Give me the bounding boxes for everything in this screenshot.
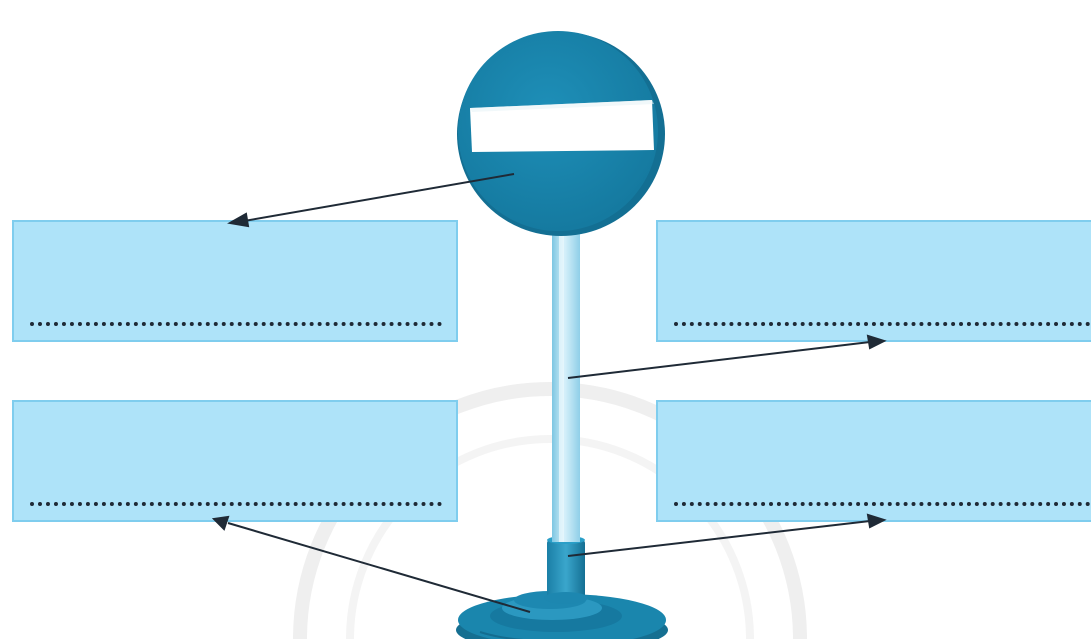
answer-line-top-left [30,318,442,326]
label-box-bottom-right[interactable] [656,400,1091,522]
label-box-bottom-left[interactable] [12,400,458,522]
answer-line-top-right [674,318,1091,326]
arrow-pole-to-top-right [567,334,887,379]
sign-face [457,31,665,236]
answer-line-bottom-left [30,498,442,506]
sign-white-bar [470,100,654,152]
arrow-collar-to-bottom-right [567,513,887,557]
pointer-arrows [211,173,887,613]
sign-base [456,591,668,639]
pole-collar [544,536,588,604]
arrow-face-to-top-left [227,173,515,228]
label-box-top-right[interactable] [656,220,1091,342]
answer-line-bottom-right [674,498,1091,506]
arrow-base-to-bottom-left [211,515,531,613]
